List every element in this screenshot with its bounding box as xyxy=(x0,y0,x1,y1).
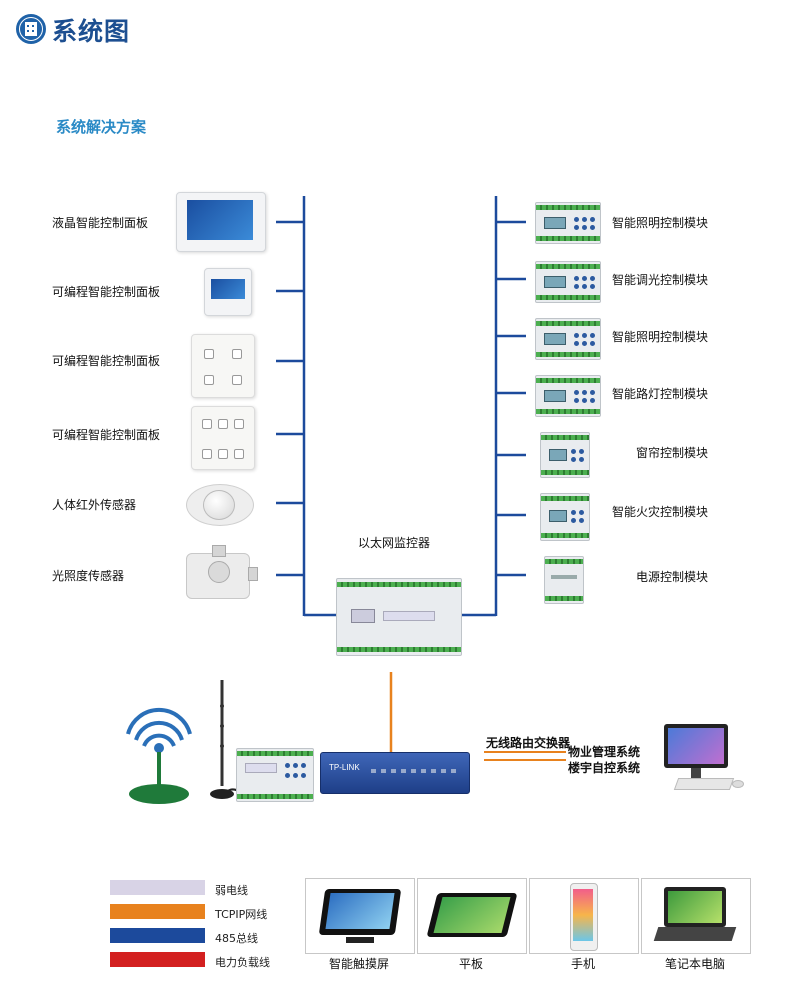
streetlight-module-image xyxy=(535,375,601,417)
right-label-5: 窗帘控制模块 xyxy=(636,446,709,460)
router-brand: TP-LINK xyxy=(329,763,360,772)
right-label-4: 智能路灯控制模块 xyxy=(612,387,709,401)
ethernet-controller-image xyxy=(336,578,462,656)
terminal-label-phone: 手机 xyxy=(570,957,595,971)
lighting-module-image-1 xyxy=(535,202,601,244)
programmable-panel-image-2 xyxy=(191,334,255,398)
terminal-label-laptop: 笔记本电脑 xyxy=(664,957,725,971)
controller-label: 以太网监控器 xyxy=(358,536,431,550)
tablet-box xyxy=(417,878,527,954)
right-label-7: 电源控制模块 xyxy=(636,570,709,584)
programmable-panel-image-3 xyxy=(191,406,255,470)
left-label-2: 可编程智能控制面板 xyxy=(52,285,161,299)
section-title: 系统解决方案 xyxy=(56,118,147,136)
system-label-2: 楼宇自控系统 xyxy=(568,761,641,775)
legend-swatch-tcpip xyxy=(110,904,205,919)
laptop-box xyxy=(641,878,751,954)
curtain-module-image xyxy=(540,432,590,478)
left-label-5: 人体红外传感器 xyxy=(52,498,137,512)
wireless-tower-icon xyxy=(126,706,192,806)
router-label: 无线路由交换器 xyxy=(486,736,571,750)
legend-label-485: 485总线 xyxy=(215,932,258,945)
page-title: 系统图 xyxy=(52,17,131,46)
terminal-label-touchscreen: 智能触摸屏 xyxy=(328,957,389,971)
dimming-module-image xyxy=(535,261,601,303)
touchscreen-box xyxy=(305,878,415,954)
terminal-label-tablet: 平板 xyxy=(458,957,483,971)
legend-label-tcpip: TCPIP网线 xyxy=(215,908,268,921)
light-sensor-image xyxy=(182,545,258,599)
right-label-6: 智能火灾控制模块 xyxy=(612,505,709,519)
left-label-1: 液晶智能控制面板 xyxy=(52,216,149,230)
legend-label-power: 电力负载线 xyxy=(215,956,270,969)
left-label-6: 光照度传感器 xyxy=(52,569,125,583)
right-label-3: 智能照明控制模块 xyxy=(612,330,709,344)
desktop-computer-icon xyxy=(658,724,744,796)
legend-label-weak-current: 弱电线 xyxy=(215,884,248,897)
programmable-panel-image-1 xyxy=(204,268,252,316)
lighting-module-image-2 xyxy=(535,318,601,360)
phone-box xyxy=(529,878,639,954)
left-label-4: 可编程智能控制面板 xyxy=(52,428,161,442)
fire-module-image xyxy=(540,493,590,541)
right-label-1: 智能照明控制模块 xyxy=(612,216,709,230)
pir-sensor-image xyxy=(186,480,254,526)
legend-swatch-power xyxy=(110,952,205,967)
router-image: TP-LINK xyxy=(320,752,470,794)
building-icon xyxy=(16,14,46,44)
gateway-module-image xyxy=(236,748,314,802)
power-module-image xyxy=(544,556,584,604)
left-label-3: 可编程智能控制面板 xyxy=(52,354,161,368)
right-label-2: 智能调光控制模块 xyxy=(612,273,709,287)
legend-swatch-weak-current xyxy=(110,880,205,895)
system-label-1: 物业管理系统 xyxy=(568,745,641,759)
lcd-panel-image xyxy=(176,192,266,252)
legend-swatch-485 xyxy=(110,928,205,943)
antenna-icon xyxy=(204,676,244,806)
